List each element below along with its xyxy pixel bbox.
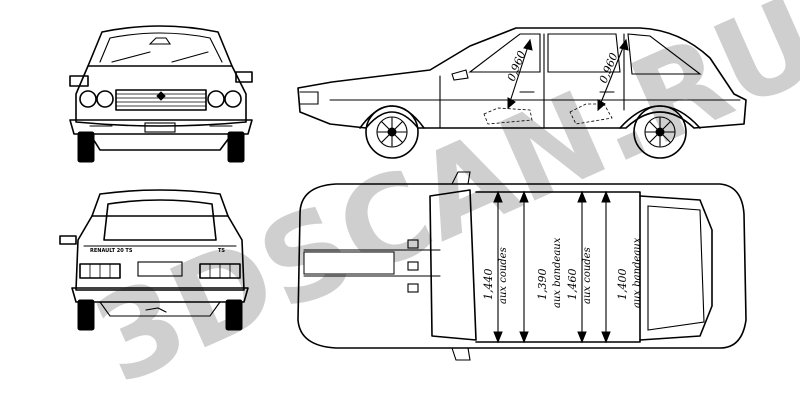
top-dim-4-sub: aux bandeaux [632, 237, 643, 308]
top-dim-3-sub: aux coudes [582, 247, 593, 304]
rear-tyre-right [225, 299, 243, 331]
headlight-outer-right [224, 90, 242, 108]
top-dim-4-value: 1,400 [616, 269, 629, 301]
rear-wheel-spokes [645, 117, 675, 147]
front-grille [115, 89, 207, 111]
front-seat-outline [483, 107, 533, 125]
front-windshield-inner [99, 32, 223, 63]
side-dim-arrowhead-front [523, 38, 533, 51]
rear-badge-right: TS [218, 248, 225, 254]
headlight-inner-left [96, 90, 114, 108]
rear-roof [91, 189, 229, 217]
side-dim-arrowtail-rear [597, 99, 606, 112]
rear-bumper [71, 287, 249, 303]
vent-1 [407, 239, 419, 249]
front-wheel-spokes [377, 117, 407, 147]
exhaust [145, 307, 167, 313]
top-dim-arrowheads-4 [601, 190, 611, 344]
roof-panel [475, 191, 641, 343]
rear-window [103, 199, 217, 241]
top-dim-arrowheads-2 [519, 190, 529, 344]
front-view [69, 25, 253, 163]
rear-tyre-left [77, 299, 95, 331]
front-tyre-left [77, 131, 95, 163]
headlight-inner-right [207, 90, 225, 108]
front-bumper [69, 119, 253, 135]
top-dim-1-sub: aux coudes [498, 247, 509, 304]
rear-window-top [639, 195, 713, 341]
right-mirror [235, 71, 253, 83]
rear-underbody [99, 301, 221, 317]
wipers [111, 51, 209, 63]
rear-body [75, 215, 245, 291]
top-dim-1-value: 1,440 [482, 269, 495, 301]
rear-view: RENAULT 20 TS TS [59, 189, 249, 331]
rear-seat-outline [569, 103, 613, 125]
front-tyre-right [227, 131, 245, 163]
headlight-outer-left [79, 90, 97, 108]
top-dim-2-value: 1,390 [536, 269, 549, 301]
side-mirror [451, 69, 469, 81]
front-underbody [89, 133, 233, 151]
front-wheel [365, 105, 419, 159]
top-mirror-left [451, 171, 471, 185]
top-windshield [429, 189, 477, 341]
side-dim-arrow-rear [597, 39, 627, 111]
side-body-outline [297, 27, 747, 129]
top-dim-4: 1,400 aux bandeaux [616, 237, 643, 308]
top-dim-3-value: 1,460 [566, 269, 579, 301]
front-wheel-rim [376, 116, 408, 148]
front-door-window [468, 33, 541, 73]
top-dim-2: 1,390 aux bandeaux [536, 237, 563, 308]
top-mirror-right [451, 347, 471, 361]
rear-plate [137, 261, 183, 277]
vent-2 [407, 261, 419, 271]
top-dim-1: 1,440 aux coudes [482, 247, 509, 304]
left-mirror [69, 75, 89, 87]
renault-logo-front [156, 91, 166, 101]
rear-badge-left: RENAULT 20 TS [90, 248, 133, 254]
rear-wheel-rim [644, 116, 676, 148]
tail-light-segments [89, 264, 231, 278]
hood-panel [303, 251, 395, 275]
rear-left-mirror [59, 235, 77, 245]
front-plate [144, 122, 176, 133]
rear-view-mirror [148, 37, 172, 45]
rear-window-glass [647, 205, 705, 331]
top-dim-2-sub: aux bandeaux [552, 237, 563, 308]
top-dim-3: 1,460 aux coudes [566, 247, 593, 304]
top-view: 1,440 aux coudes 1,390 aux bandeaux 1,46… [297, 171, 747, 361]
quarter-window [627, 33, 702, 75]
top-dim-lines [497, 191, 607, 343]
front-windshield-frame [87, 25, 233, 67]
rear-wheel [633, 105, 687, 159]
top-dim-arrowheads-1 [493, 190, 503, 344]
hood-lines [303, 249, 441, 277]
front-body [75, 65, 247, 127]
top-dim-arrowheads-3 [577, 190, 587, 344]
side-dim-arrowhead-rear [619, 38, 629, 51]
vent-3 [407, 283, 419, 293]
side-dim-front: 0,960 [505, 49, 529, 83]
rear-door-window [547, 33, 621, 73]
side-dim-arrowtail-front [507, 97, 516, 110]
top-body-outline [297, 183, 747, 349]
side-dim-arrow-front [507, 39, 531, 109]
side-headlight [299, 91, 319, 105]
